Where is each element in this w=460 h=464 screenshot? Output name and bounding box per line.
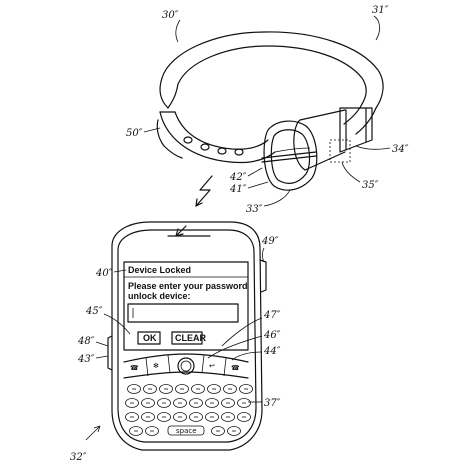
wrist-band <box>156 31 384 191</box>
ref-44: 44″ <box>263 346 281 357</box>
clear-button[interactable] <box>171 331 203 345</box>
keyboard-key[interactable] <box>189 412 203 422</box>
ref-31: 31″ <box>372 5 389 16</box>
ref-45: 45″ <box>85 306 103 317</box>
phone-device <box>107 221 267 451</box>
trackball[interactable] <box>177 357 195 375</box>
keyboard-key[interactable] <box>189 398 203 408</box>
keyboard-key[interactable] <box>145 426 159 436</box>
screen-prompt-line2: unlock device: <box>128 291 191 301</box>
keyboard-key[interactable] <box>127 384 141 394</box>
keyboard-key[interactable] <box>157 412 171 422</box>
keyboard-key[interactable] <box>205 412 219 422</box>
keyboard-key[interactable] <box>237 412 251 422</box>
clear-button-label: CLEAR <box>175 333 206 343</box>
ref-37: 37″ <box>264 398 281 409</box>
screen-prompt-line1: Please enter your password <box>128 281 248 291</box>
keyboard <box>125 384 253 436</box>
keyboard-key[interactable] <box>143 384 157 394</box>
ref-35: 35″ <box>362 180 379 191</box>
keyboard-key[interactable] <box>175 384 189 394</box>
ref-49: 49″ <box>261 236 279 247</box>
ref-47: 47″ <box>263 310 281 321</box>
ref-50: 50″ <box>126 128 143 139</box>
space-key[interactable]: space <box>167 425 205 436</box>
end-key-icon[interactable]: ☎ <box>231 364 240 372</box>
ref-43: 43″ <box>77 354 95 365</box>
keyboard-key[interactable] <box>221 398 235 408</box>
keyboard-key[interactable] <box>157 398 171 408</box>
ref-30: 30″ <box>162 10 179 21</box>
keyboard-key[interactable] <box>125 398 139 408</box>
keyboard-key[interactable] <box>141 398 155 408</box>
ok-button-label: OK <box>143 333 157 343</box>
send-key-icon[interactable]: ☎ <box>130 364 139 372</box>
keyboard-key[interactable] <box>221 412 235 422</box>
keyboard-key[interactable] <box>191 384 205 394</box>
ref-41: 41″ <box>229 184 247 195</box>
keyboard-key[interactable] <box>227 426 241 436</box>
link-arrow <box>175 225 187 237</box>
reference-labels: 30″ 31″ 50″ 34″ 35″ 42″ 41″ 33″ 49″ 40″ … <box>70 5 409 463</box>
keyboard-key[interactable] <box>129 426 143 436</box>
ref-42: 42″ <box>229 172 247 183</box>
keyboard-key[interactable] <box>173 398 187 408</box>
space-key-label: space <box>176 427 197 435</box>
keyboard-key[interactable] <box>239 384 253 394</box>
keyboard-key[interactable] <box>125 412 139 422</box>
navigation-row: ☎ ✻ ↩ ☎ <box>123 353 249 379</box>
ref-46: 46″ <box>263 330 281 341</box>
keyboard-key[interactable] <box>173 412 187 422</box>
ref-34: 34″ <box>392 144 409 155</box>
password-field[interactable] <box>127 303 239 323</box>
lock-screen: Device Locked Please enter your password… <box>124 265 248 345</box>
keyboard-key[interactable] <box>237 398 251 408</box>
keyboard-key[interactable] <box>159 384 173 394</box>
screen-title: Device Locked <box>128 265 191 275</box>
wireless-link-icon <box>195 175 213 207</box>
keyboard-key[interactable] <box>205 398 219 408</box>
keyboard-key[interactable] <box>141 412 155 422</box>
back-key-icon[interactable]: ↩ <box>209 362 215 370</box>
keyboard-key[interactable] <box>223 384 237 394</box>
ref-48: 48″ <box>77 336 95 347</box>
keyboard-key[interactable] <box>207 384 221 394</box>
ref-32: 32″ <box>70 452 87 463</box>
menu-key-icon[interactable]: ✻ <box>153 362 159 370</box>
ok-button[interactable] <box>137 331 161 345</box>
ref-40: 40″ <box>95 268 113 279</box>
reference-leaders <box>85 15 391 441</box>
ref-33: 33″ <box>246 204 263 215</box>
keyboard-key[interactable] <box>211 426 225 436</box>
